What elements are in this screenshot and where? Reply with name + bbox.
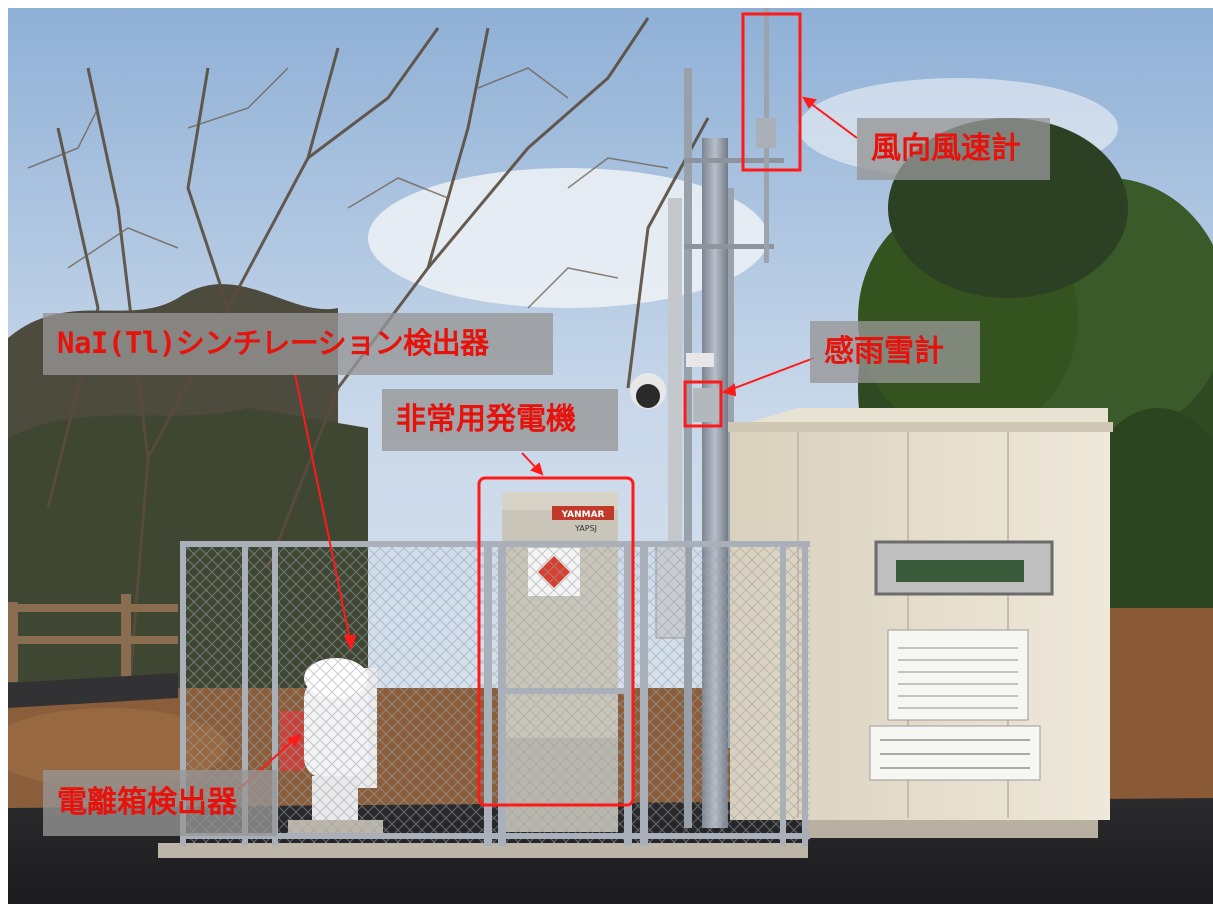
callout-nai-detector: NaI(Tl)シンチレーション検出器 bbox=[43, 313, 553, 375]
callout-generator: 非常用発電機 bbox=[382, 389, 618, 451]
generator-model: YAPSJ bbox=[574, 524, 597, 533]
callout-ion-chamber: 電離箱検出器 bbox=[43, 770, 277, 836]
generator-brand: YANMAR bbox=[560, 510, 604, 520]
callout-anemometer: 風向風速計 bbox=[857, 118, 1050, 180]
chain-link-fence bbox=[180, 544, 810, 844]
callout-rain-snow-gauge: 感雨雪計 bbox=[810, 321, 980, 383]
